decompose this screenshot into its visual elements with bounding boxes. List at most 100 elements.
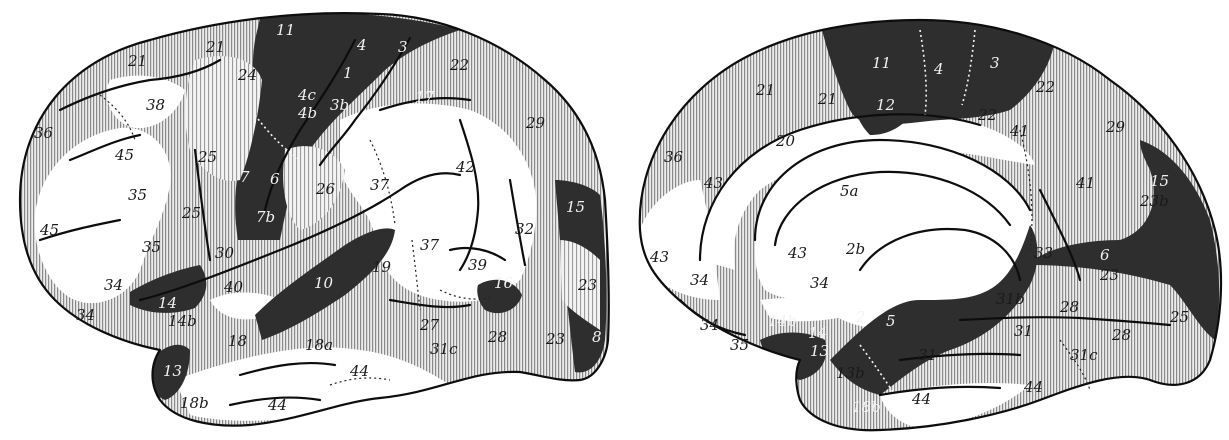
lat-label-29: 29: [525, 114, 546, 132]
lat-label-17: 17: [415, 88, 435, 106]
lat-label-22: 22: [449, 56, 469, 74]
lat-label-39: 39: [468, 256, 488, 274]
med-label-34a: 34: [690, 271, 709, 289]
lat-label-3b: 3b: [330, 96, 349, 114]
med-label-5: 5: [886, 312, 896, 330]
lat-label-34a: 34: [104, 276, 123, 294]
med-label-28a: 28: [1059, 298, 1079, 316]
med-label-13: 13: [810, 342, 829, 360]
lat-label-16: 16: [494, 274, 514, 292]
lat-label-25b: 25: [181, 204, 201, 222]
lat-label-18a: 18a: [305, 336, 333, 354]
med-label-34b: 34: [810, 274, 829, 292]
lat-label-25a: 25: [197, 148, 217, 166]
lat-label-14: 14: [158, 294, 177, 312]
lat-label-7b: 7b: [256, 208, 275, 226]
med-label-21a: 21: [755, 81, 775, 99]
medial-hemisphere: [638, 18, 1223, 432]
med-label-15: 15: [1150, 172, 1169, 190]
lat-label-30: 30: [215, 244, 235, 262]
med-label-18b: 18b: [852, 398, 881, 416]
lat-label-34b: 34: [76, 306, 95, 324]
med-label-31a: 31: [1014, 322, 1033, 340]
lat-label-44b: 44: [267, 396, 287, 414]
med-label-4: 4: [933, 60, 944, 78]
med-label-25: 25: [1169, 308, 1189, 326]
lat-label-37a: 37: [370, 176, 390, 194]
med-label-28b: 28: [1111, 326, 1131, 344]
lat-label-40: 40: [223, 278, 244, 296]
lat-label-14b: 14b: [168, 312, 197, 330]
lateral-labels: 11 4 3 1 21 24 4c 4b 3b 22 17 21 38 36 4…: [34, 21, 602, 414]
med-label-14b: 14b: [768, 312, 797, 330]
lat-label-26: 26: [315, 180, 336, 198]
lat-label-18b: 18b: [180, 394, 209, 412]
lat-label-24: 24: [237, 66, 257, 84]
lat-label-31c: 31c: [430, 340, 458, 358]
med-label-43c: 43: [787, 244, 807, 262]
med-label-35: 35: [730, 336, 749, 354]
lat-label-18: 18: [228, 332, 247, 350]
lat-label-38: 38: [146, 96, 165, 114]
med-label-44a: 44: [1023, 378, 1043, 396]
lat-label-23b: 23: [545, 330, 565, 348]
med-label-13b: 13b: [836, 364, 865, 382]
lat-label-10: 10: [314, 274, 334, 292]
med-label-23a: 23: [1099, 266, 1119, 284]
med-label-22a: 22: [1035, 78, 1055, 96]
lat-label-8: 8: [592, 328, 602, 346]
lat-label-11: 11: [276, 21, 295, 39]
lat-label-36: 36: [34, 124, 54, 142]
lat-label-19: 19: [372, 258, 392, 276]
med-label-31c: 31c: [1070, 346, 1098, 364]
med-label-6: 6: [1100, 246, 1110, 264]
lat-label-6: 6: [270, 170, 280, 188]
med-label-31b2: 31: [918, 346, 937, 364]
lat-label-23a: 23: [577, 276, 597, 294]
lat-label-32: 32: [515, 220, 534, 238]
lat-label-35a: 35: [128, 186, 147, 204]
med-label-11: 11: [872, 54, 891, 72]
med-label-43b: 43: [649, 248, 669, 266]
lateral-hemisphere: [18, 12, 610, 427]
med-label-33: 33: [1034, 244, 1053, 262]
lat-label-44a: 44: [349, 362, 369, 380]
med-label-22b: 22: [977, 106, 997, 124]
lat-label-35b: 35: [142, 238, 161, 256]
med-label-41b: 41: [1075, 174, 1095, 192]
med-label-36: 36: [664, 148, 684, 166]
med-label-2: 2: [855, 308, 866, 326]
lat-label-15: 15: [566, 198, 585, 216]
medial-labels: 11 4 3 21 21 12 22 22 41 29 20 36 15 43 …: [649, 54, 1189, 416]
lat-label-42: 42: [455, 158, 475, 176]
med-label-2b: 2b: [845, 240, 865, 258]
med-label-23b: 23b: [1139, 192, 1169, 210]
lat-label-13: 13: [163, 362, 182, 380]
lat-label-3: 3: [398, 38, 408, 56]
lat-label-1: 1: [343, 64, 353, 82]
med-label-43a: 43: [703, 174, 723, 192]
lat-label-4b: 4b: [297, 104, 317, 122]
lat-label-7: 7: [240, 168, 250, 186]
med-label-29: 29: [1105, 118, 1126, 136]
lat-label-27: 27: [419, 316, 440, 334]
med-label-3: 3: [990, 54, 1000, 72]
lat-label-4: 4: [356, 36, 367, 54]
med-label-21b: 21: [817, 90, 837, 108]
med-label-41a: 41: [1009, 122, 1029, 140]
lat-label-45a: 45: [114, 146, 134, 164]
med-label-31b: 31b: [996, 290, 1025, 308]
lat-label-45b: 45: [39, 221, 59, 239]
med-label-20: 20: [775, 132, 796, 150]
med-label-12: 12: [876, 96, 895, 114]
med-label-5a: 5a: [840, 182, 859, 200]
med-label-34c: 34: [700, 316, 719, 334]
med-label-14: 14: [808, 324, 827, 342]
med-label-44b: 44: [911, 390, 931, 408]
lat-label-37b: 37: [420, 236, 440, 254]
lat-label-21b: 21: [127, 52, 147, 70]
lat-label-21a: 21: [205, 38, 225, 56]
lat-label-28: 28: [487, 328, 507, 346]
